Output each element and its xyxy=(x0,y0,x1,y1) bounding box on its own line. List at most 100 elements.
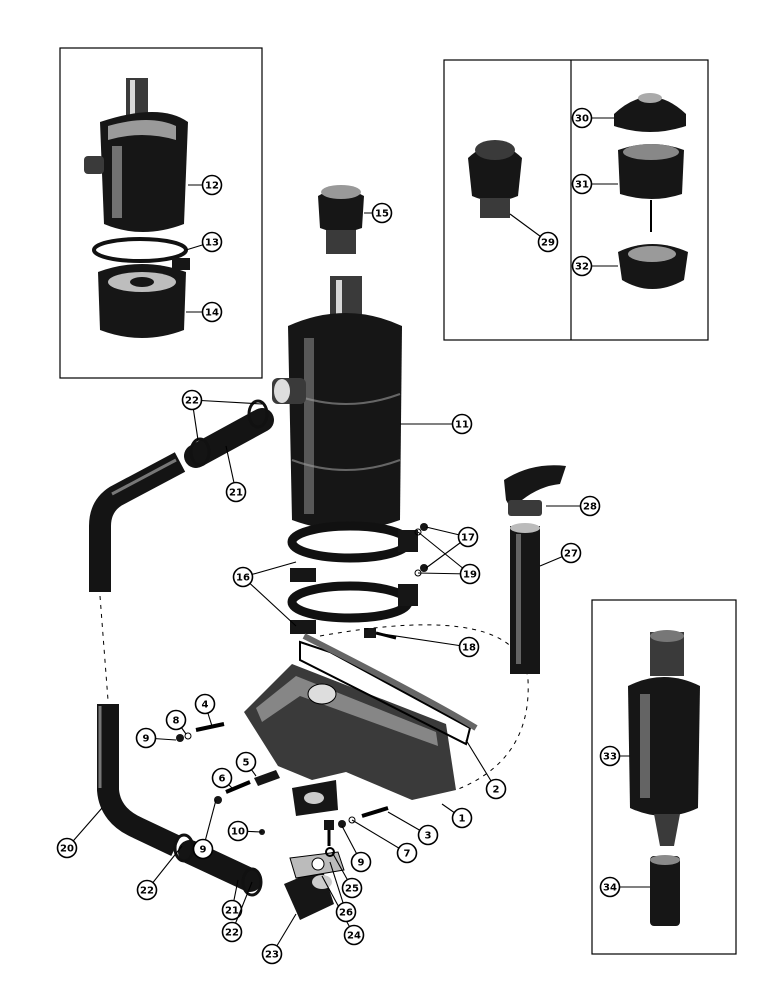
callout-2: 2 xyxy=(465,739,507,800)
callout-number: 10 xyxy=(231,827,245,838)
part-17-19-nuts-washers xyxy=(414,523,428,577)
callout-number: 15 xyxy=(375,209,389,220)
callout-circle xyxy=(599,876,621,898)
callout-25: 25 xyxy=(331,851,363,899)
callout-number: 22 xyxy=(140,886,154,897)
inset-panel-caps xyxy=(443,59,709,341)
part-4-stud xyxy=(195,722,225,732)
callout-9: 9 xyxy=(341,825,372,873)
callout-number: 16 xyxy=(236,573,250,584)
callout-number: 21 xyxy=(229,488,243,499)
callout-21: 21 xyxy=(221,879,243,921)
callout-circle xyxy=(451,413,473,435)
callout-11: 11 xyxy=(400,413,473,435)
callout-number: 4 xyxy=(202,700,209,711)
callout-leader-line xyxy=(351,819,408,854)
part-31-cap-body xyxy=(618,144,684,232)
part-21-lower-hose xyxy=(173,833,263,897)
callout-circle xyxy=(537,231,559,253)
callout-9: 9 xyxy=(192,799,217,860)
callout-leader-line xyxy=(375,632,470,648)
callout-circle xyxy=(135,727,157,749)
callout-number: 17 xyxy=(461,533,475,544)
callout-circle xyxy=(136,879,158,901)
callout-number: 9 xyxy=(200,845,207,856)
callout-circle xyxy=(417,824,439,846)
callout-circle xyxy=(579,495,601,517)
callout-leader-line xyxy=(242,576,297,627)
callout-leader-line xyxy=(321,875,355,936)
callout-number: 22 xyxy=(225,928,239,939)
callout-circle xyxy=(235,751,257,773)
part-34-pipe-nipple xyxy=(650,855,680,926)
callout-34: 34 xyxy=(599,876,650,898)
callout-22: 22 xyxy=(181,389,263,441)
callout-circle xyxy=(221,921,243,943)
callout-number: 7 xyxy=(404,849,411,860)
callout-number: 8 xyxy=(173,716,180,727)
callout-labels: 1234567899910111213141516171819202121222… xyxy=(56,107,650,965)
callout-circle xyxy=(221,899,243,921)
callout-31: 31 xyxy=(571,173,618,195)
callout-circle xyxy=(485,778,507,800)
part-20-bent-pipe-lower xyxy=(97,704,181,856)
callout-number: 34 xyxy=(603,883,617,894)
callout-circle xyxy=(201,301,223,323)
part-5-plate xyxy=(254,770,280,786)
callout-circle xyxy=(335,901,357,923)
callout-number: 18 xyxy=(462,643,476,654)
part-2-gasket xyxy=(299,633,478,746)
callout-17: 17 xyxy=(425,526,479,569)
callout-number: 32 xyxy=(575,262,589,273)
callout-circle xyxy=(341,877,363,899)
callout-circle xyxy=(571,107,593,129)
callout-circle xyxy=(371,202,393,224)
callout-number: 26 xyxy=(339,908,353,919)
callout-5: 5 xyxy=(235,751,257,777)
callout-1: 1 xyxy=(441,803,473,829)
callout-number: 1 xyxy=(459,814,466,825)
callout-circle xyxy=(599,745,621,767)
callout-32: 32 xyxy=(571,255,618,277)
callout-30: 30 xyxy=(571,107,614,129)
callout-21: 21 xyxy=(225,445,247,503)
callout-circle xyxy=(571,173,593,195)
callout-circle xyxy=(396,842,418,864)
callout-14: 14 xyxy=(186,301,223,323)
callout-33: 33 xyxy=(599,745,630,767)
callout-circle xyxy=(343,924,365,946)
callout-circle xyxy=(459,563,481,585)
callout-circle xyxy=(181,389,203,411)
part-33-muffler xyxy=(628,630,700,846)
part-24-gasket xyxy=(289,851,345,879)
callout-8: 8 xyxy=(165,709,187,735)
callout-number: 9 xyxy=(358,858,365,869)
callout-number: 3 xyxy=(425,831,432,842)
callout-circle xyxy=(56,837,78,859)
callout-number: 5 xyxy=(243,758,250,769)
part-14-oil-cup xyxy=(98,264,186,338)
callout-28: 28 xyxy=(546,495,601,517)
callout-22: 22 xyxy=(221,881,253,943)
part-16-mounting-bands xyxy=(287,521,418,634)
callout-6: 6 xyxy=(211,767,235,791)
callout-27: 27 xyxy=(539,542,582,567)
callout-number: 14 xyxy=(205,308,219,319)
part-1-manifold xyxy=(244,664,456,816)
callout-circle xyxy=(232,566,254,588)
callout-15: 15 xyxy=(364,202,393,224)
part-18-bolt xyxy=(364,628,397,640)
callout-18: 18 xyxy=(375,632,480,658)
callout-circle xyxy=(211,767,233,789)
callout-leader-line xyxy=(191,399,263,405)
callout-circle xyxy=(457,526,479,548)
callout-9: 9 xyxy=(135,727,177,749)
part-21-upper-hose xyxy=(184,399,274,468)
callout-26: 26 xyxy=(329,861,357,923)
callout-23: 23 xyxy=(261,913,297,965)
part-32-cap-base xyxy=(618,244,688,289)
callout-16: 16 xyxy=(232,561,297,627)
part-12-cleaner-body xyxy=(84,78,188,232)
callout-number: 33 xyxy=(603,752,617,763)
